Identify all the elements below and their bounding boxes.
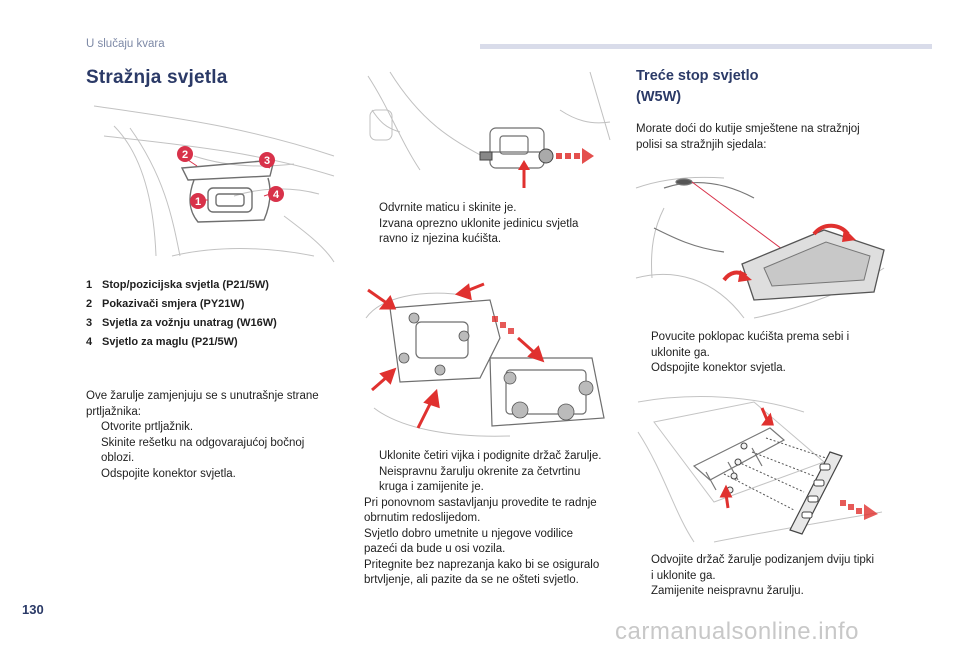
svg-text:3: 3 xyxy=(264,155,270,167)
intro-line: polisi sa stražnjih sjedala: xyxy=(636,138,767,151)
page-number: 130 xyxy=(22,602,44,617)
step-item-continuation: oblozi. xyxy=(101,452,135,464)
left-instructions: Ove žarulje zamjenjuju se s unutrašnje s… xyxy=(86,389,346,482)
svg-text:2: 2 xyxy=(182,149,188,161)
callout-3: 3 xyxy=(259,152,275,168)
step-item: Odvojite držač žarulje podizanjem dviju … xyxy=(651,554,875,566)
nut-removal-illustration xyxy=(367,71,611,188)
right-intro: Morate doći do kutije smještene na straž… xyxy=(636,122,896,153)
step-item: Uklonite četiri vijka i podignite držač … xyxy=(379,450,602,462)
step-item-continuation: ravno iz njezina kućišta. xyxy=(379,233,502,245)
section-title-line: (W5W) xyxy=(636,89,682,105)
screw-removal-illustration xyxy=(365,282,605,437)
intro-line: Morate doći do kutije smještene na straž… xyxy=(636,123,860,135)
paragraph-line: obrnutim redoslijedom. xyxy=(364,512,481,524)
callout-4: 4 xyxy=(268,186,284,202)
third-brake-light-cover-illustration xyxy=(635,176,885,319)
middle-steps-top: Odvrnite maticu i skinite je. Izvana opr… xyxy=(364,201,624,248)
callout-1: 1 xyxy=(190,193,206,209)
section-title-third-brake-light: Treće stop svjetlo (W5W) xyxy=(636,66,856,108)
paragraph-line: Pri ponovnom sastavljanju provedite te r… xyxy=(364,496,597,509)
section-label: U slučaju kvara xyxy=(86,38,165,50)
step-item: Odspojite konektor svjetla. xyxy=(651,362,786,374)
intro-line: Ove žarulje zamjenjuju se s unutrašnje s… xyxy=(86,390,319,402)
step-item: Izvana oprezno uklonite jedinicu svjetla xyxy=(379,217,579,230)
step-item-continuation: kruga i zamijenite je. xyxy=(379,481,484,493)
svg-text:1: 1 xyxy=(195,196,201,208)
step-item: Povucite poklopac kućišta prema sebi i xyxy=(651,331,850,343)
header-divider-bar xyxy=(480,44,932,49)
right-steps-bottom: Odvojite držač žarulje podizanjem dviju … xyxy=(636,553,898,600)
right-steps-mid: Povucite poklopac kućišta prema sebi i u… xyxy=(636,330,896,377)
svg-text:4: 4 xyxy=(273,189,280,201)
step-item: Odspojite konektor svjetla. xyxy=(101,467,236,480)
step-item-continuation: uklonite ga. xyxy=(651,346,710,359)
watermark: carmanualsonline.info xyxy=(615,618,859,645)
callout-2: 2 xyxy=(177,146,193,162)
paragraph-line: Svjetlo dobro umetnite u njegove vodilic… xyxy=(364,527,574,540)
step-item-continuation: i uklonite ga. xyxy=(651,569,716,582)
middle-steps-bottom: Uklonite četiri vijka i podignite držač … xyxy=(364,449,626,589)
bulb-holder-illustration xyxy=(637,396,883,543)
paragraph-line: pazeći da bude u osi vozila. xyxy=(364,543,506,555)
step-item: Zamijenite neispravnu žarulju. xyxy=(651,585,804,597)
step-item: Odvrnite maticu i skinite je. xyxy=(379,202,517,214)
section-title-line: Treće stop svjetlo xyxy=(636,68,759,84)
paragraph-line: brtvljenje, ali pazite da se ne ošteti s… xyxy=(364,574,579,586)
page-title: Stražnja svjetla xyxy=(86,67,228,88)
intro-line: prtljažnika: xyxy=(86,405,141,418)
step-item: Neispravnu žarulju okrenite za četvrtinu xyxy=(379,465,581,478)
step-item: Otvorite prtljažnik. xyxy=(101,421,194,433)
paragraph-line: Pritegnite bez naprezanja kako bi se osi… xyxy=(364,558,600,571)
step-item: Skinite rešetku na odgovarajućoj bočnoj xyxy=(101,436,305,449)
rear-light-illustration: 2 3 1 4 xyxy=(93,105,335,263)
